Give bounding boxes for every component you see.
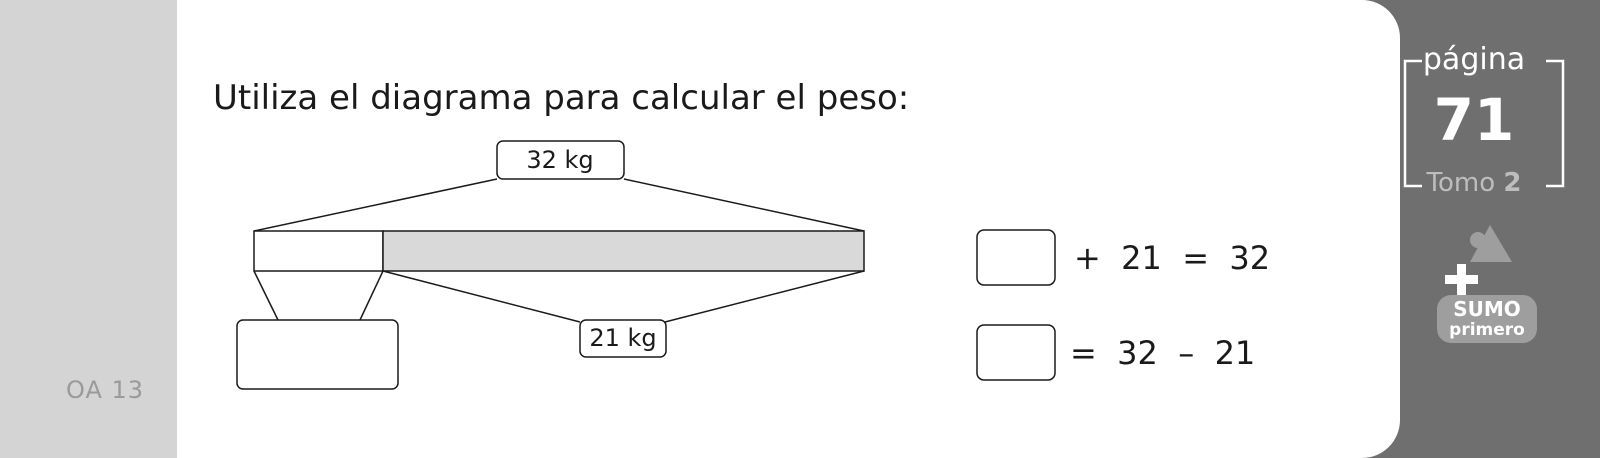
sumo-primero-logo-icon — [1437, 225, 1537, 343]
total-bracket-left — [253, 178, 498, 232]
equation-1-answer-box — [976, 229, 1056, 286]
logo-text-primero: primero — [1449, 320, 1525, 340]
known-part-segment — [382, 230, 865, 272]
page-word: página — [1422, 42, 1526, 77]
page-side-panel — [1362, 0, 1600, 458]
left-margin-band — [0, 0, 177, 458]
equation-1: + 21 = 32 — [1074, 239, 1271, 277]
equation-2: = 32 – 21 — [1070, 334, 1256, 372]
known-bracket-left — [382, 270, 581, 323]
unknown-part-segment — [253, 230, 384, 272]
total-weight-box — [496, 140, 625, 180]
logo-text-sumo: SUMO — [1453, 297, 1521, 321]
page-badge-frame — [1403, 59, 1565, 188]
equation-2-answer-box — [976, 324, 1056, 381]
tomo-word: Tomo — [1426, 168, 1496, 198]
objective-code: OA 13 — [66, 376, 145, 404]
known-bracket-right — [664, 270, 865, 323]
unknown-answer-box — [236, 319, 399, 390]
unknown-bracket-right — [359, 270, 384, 321]
unknown-bracket-left — [253, 270, 279, 321]
tomo-label: Tomo 2 — [1392, 168, 1556, 198]
part-weight-label: 21 kg — [589, 324, 656, 352]
exercise-instruction: Utiliza el diagrama para calcular el pes… — [213, 78, 910, 118]
content-card-edge — [1340, 0, 1400, 458]
tomo-number: 2 — [1503, 168, 1522, 198]
total-bracket-right — [623, 178, 865, 232]
page-number: 71 — [1433, 86, 1515, 154]
part-weight-box — [579, 319, 667, 358]
total-weight-label: 32 kg — [526, 146, 593, 174]
